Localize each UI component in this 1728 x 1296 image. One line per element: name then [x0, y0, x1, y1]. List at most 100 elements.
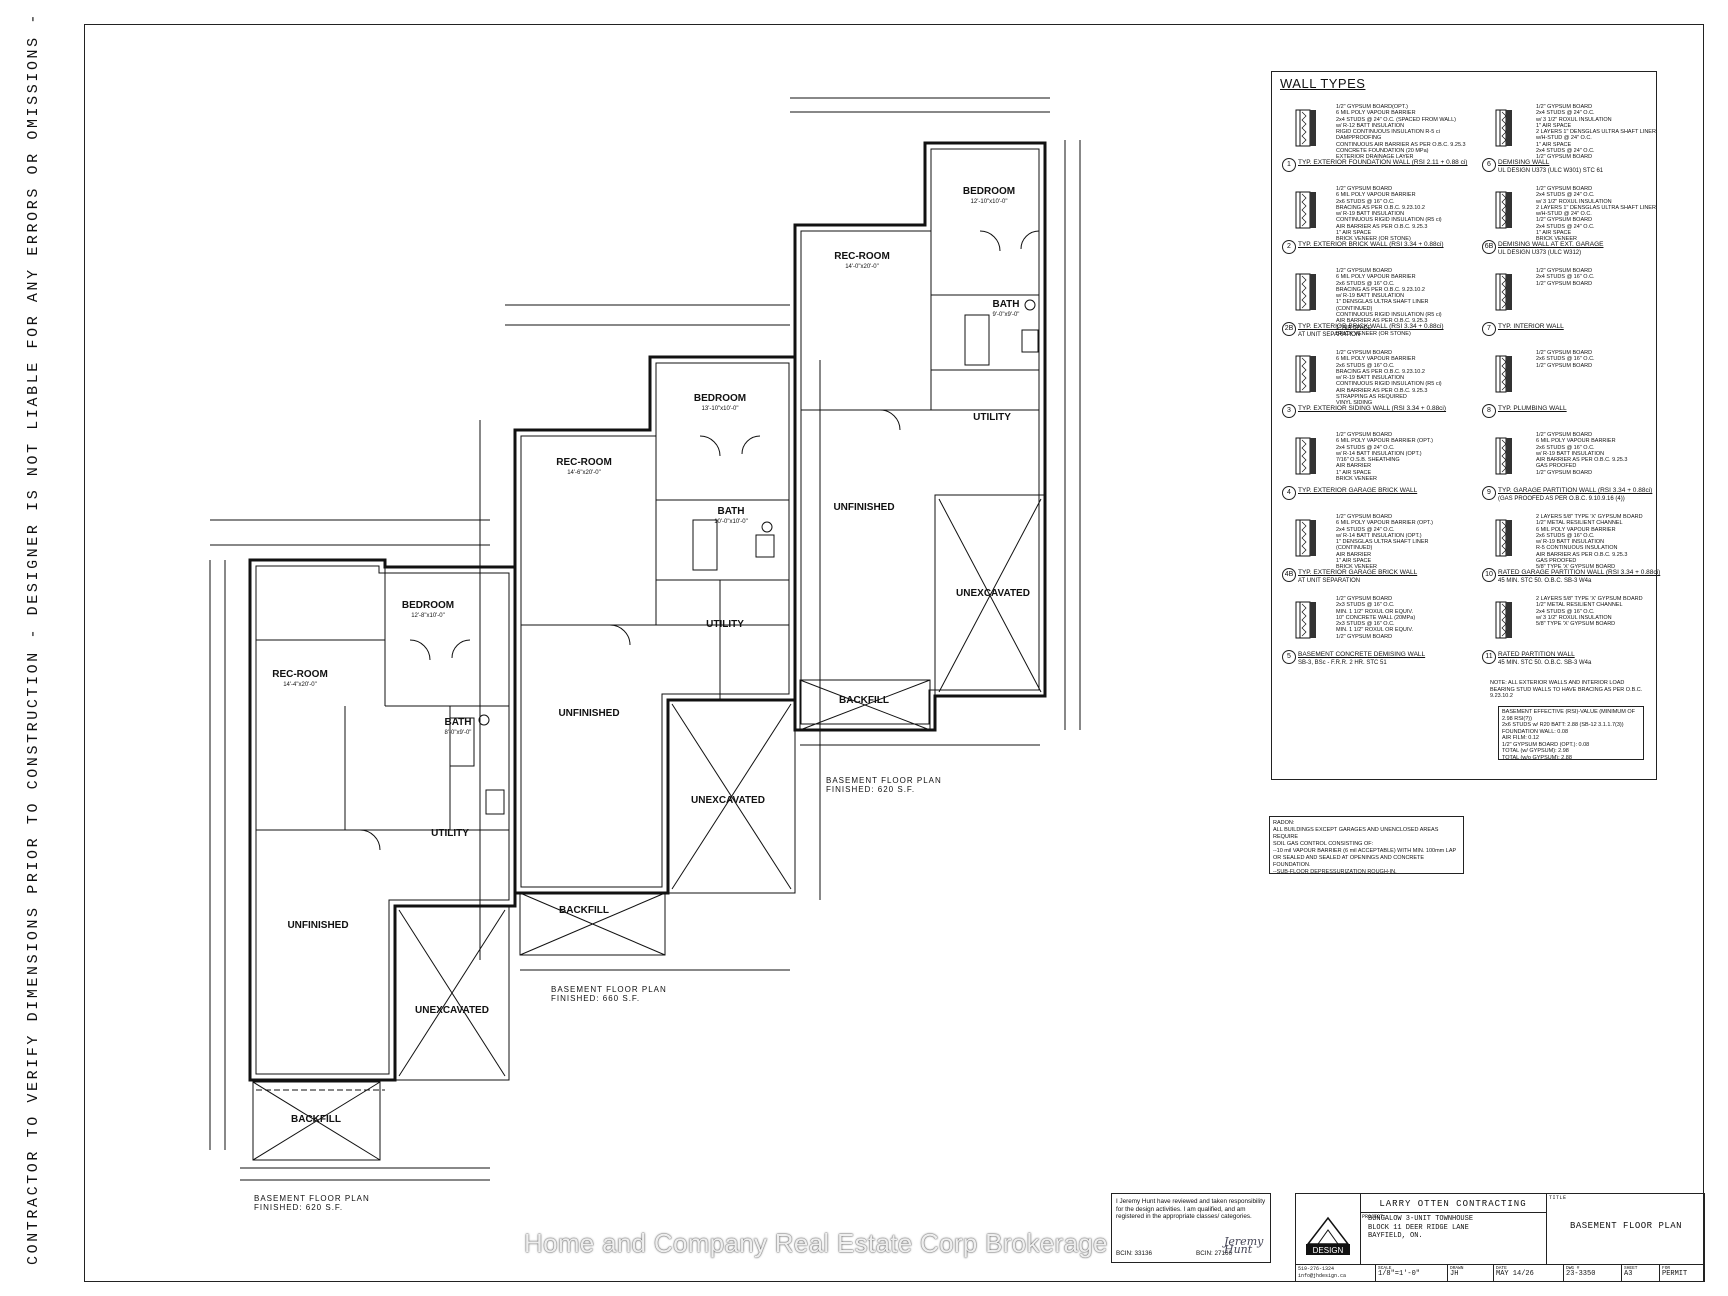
- wall-type-description: 1/2" GYPSUM BOARD 6 MIL POLY VAPOUR BARR…: [1336, 268, 1442, 337]
- unit3-unexcavated-label: UNEXCAVATED: [956, 588, 1030, 599]
- wall-type-description: 2 LAYERS 5/8" TYPE 'X' GYPSUM BOARD 1/2"…: [1536, 596, 1643, 628]
- unit2-unfinished-label: UNFINISHED: [558, 708, 619, 719]
- logo-text: DESIGN: [1313, 1246, 1344, 1255]
- unit2-backfill-label: BACKFILL: [559, 905, 609, 916]
- wall-type-description: 1/2" GYPSUM BOARD 6 MIL POLY VAPOUR BARR…: [1336, 514, 1433, 571]
- wall-type-caption: TYP. EXTERIOR GARAGE BRICK WALL: [1298, 487, 1418, 494]
- house-logo-icon: DESIGN: [1306, 1216, 1350, 1255]
- unit3-unfinished-label: UNFINISHED: [833, 502, 894, 513]
- wall-type-caption: DEMISING WALL: [1498, 159, 1550, 166]
- drawing-title: TITLE BASEMENT FLOOR PLAN: [1546, 1194, 1705, 1264]
- wall-type-number: 4: [1282, 486, 1296, 500]
- wall-type-2: 1/2" GYPSUM BOARD 6 MIL POLY VAPOUR BARR…: [1278, 186, 1468, 268]
- wall-type-1: 1/2" GYPSUM BOARD(OPT.) 6 MIL POLY VAPOU…: [1278, 104, 1468, 186]
- wall-type-10: 2 LAYERS 5/8" TYPE 'X' GYPSUM BOARD 1/2"…: [1478, 514, 1668, 596]
- wall-section-icon: [1295, 355, 1316, 393]
- certification-text: I Jeremy Hunt have reviewed and taken re…: [1116, 1198, 1266, 1220]
- wall-type-number: 9: [1482, 486, 1496, 500]
- radon-note: RADON: ALL BUILDINGS EXCEPT GARAGES AND …: [1269, 816, 1464, 875]
- unit1-bath-label: BATH: [444, 717, 471, 728]
- wall-section-icon: [1295, 601, 1316, 639]
- wall-type-caption: DEMISING WALL AT EXT. GARAGE: [1498, 241, 1604, 248]
- wall-section-icon: [1295, 109, 1316, 147]
- wall-type-caption: TYP. EXTERIOR GARAGE BRICK WALL: [1298, 569, 1418, 576]
- project-info: PROJECT: BUNGALOW 3-UNIT TOWNHOUSE BLOCK…: [1360, 1212, 1546, 1264]
- drawing-sheet-border: [84, 24, 1704, 1282]
- wall-type-caption: TYP. GARAGE PARTITION WALL (RSI 3.34 + 0…: [1498, 487, 1653, 494]
- wall-type-number: 7: [1482, 322, 1496, 336]
- wall-type-description: 1/2" GYPSUM BOARD 6 MIL POLY VAPOUR BARR…: [1536, 432, 1628, 476]
- unit3-bedroom-label: BEDROOM: [963, 186, 1015, 197]
- wall-type-note: (GAS PROOFED AS PER O.B.C. 9.10.9.16 (4)…: [1498, 496, 1625, 502]
- unit2-bedroom-label: BEDROOM: [694, 393, 746, 404]
- unit1-utility-label: UTILITY: [431, 828, 469, 839]
- rsi-value-table: BASEMENT EFFECTIVE (RSI)-VALUE (MINIMUM …: [1498, 706, 1644, 761]
- wall-type-3: 1/2" GYPSUM BOARD 6 MIL POLY VAPOUR BARR…: [1278, 350, 1468, 432]
- wall-type-number: 6: [1482, 158, 1496, 172]
- unit1-bath-dim: 8'-0"x9'-0": [445, 730, 472, 736]
- unit1-rec-label: REC-ROOM: [272, 669, 328, 680]
- wall-section-icon: [1295, 437, 1316, 475]
- wall-type-note: UL DESIGN U373 (ULC W301) STC 61: [1498, 168, 1604, 174]
- wall-type-caption: TYP. EXTERIOR SIDING WALL (RSI 3.34 + 0.…: [1298, 405, 1447, 412]
- unit2-bedroom-dim: 13'-10"x10'-0": [702, 406, 739, 412]
- wall-type-4B: 1/2" GYPSUM BOARD 6 MIL POLY VAPOUR BARR…: [1278, 514, 1468, 596]
- unit3-utility-label: UTILITY: [973, 412, 1011, 423]
- wall-section-icon: [1295, 519, 1316, 557]
- unit3-rec-dim: 14'-0"x20'-0": [845, 264, 879, 270]
- wall-type-6B: 1/2" GYPSUM BOARD 2x4 STUDS @ 24" O.C. w…: [1478, 186, 1668, 268]
- wall-type-11: 2 LAYERS 5/8" TYPE 'X' GYPSUM BOARD 1/2"…: [1478, 596, 1668, 678]
- unit1-plan: [209, 519, 517, 1181]
- unit2-plan-title: BASEMENT FLOOR PLAN: [551, 985, 667, 994]
- wall-type-note: 45 MIN. STC 50. O.B.C. SB-3 W4a: [1498, 578, 1592, 584]
- unit1-bedroom-dim: 12'-8"x10'-0": [411, 613, 445, 619]
- wall-type-number: 10: [1482, 568, 1496, 582]
- unit1-plan-title: BASEMENT FLOOR PLAN: [254, 1194, 370, 1203]
- wall-type-note: SB-3, BSc - F.R.R. 2 HR. STC 51: [1298, 660, 1387, 666]
- wall-section-icon: [1295, 273, 1316, 311]
- wall-type-caption: TYP. EXTERIOR BRICK WALL (RSI 3.34 + 0.8…: [1298, 323, 1444, 330]
- wall-type-5: 1/2" GYPSUM BOARD 2x3 STUDS @ 16" O.C. M…: [1278, 596, 1468, 678]
- unit2-rec-label: REC-ROOM: [556, 457, 612, 468]
- wall-type-caption: BASEMENT CONCRETE DEMISING WALL: [1298, 651, 1426, 658]
- wall-type-caption: TYP. EXTERIOR BRICK WALL (RSI 3.34 + 0.8…: [1298, 241, 1444, 248]
- wall-type-caption: TYP. EXTERIOR FOUNDATION WALL (RSI 2.11 …: [1298, 159, 1468, 166]
- wall-type-number: 3: [1282, 404, 1296, 418]
- wall-type-number: 1: [1282, 158, 1296, 172]
- wall-section-icon: [1495, 355, 1512, 393]
- unit3-bath-dim: 9'-0"x9'-0": [993, 312, 1020, 318]
- wall-type-description: 1/2" GYPSUM BOARD 2x4 STUDS @ 16" O.C. 1…: [1536, 268, 1595, 287]
- wall-type-number: 8: [1482, 404, 1496, 418]
- unit1-finished-area: FINISHED: 620 S.F.: [254, 1203, 343, 1212]
- wall-section-icon: [1495, 519, 1512, 557]
- dwg-cell: DWG #23-3350: [1564, 1265, 1622, 1282]
- unit2-plan: [479, 304, 821, 971]
- wall-section-icon: [1495, 109, 1512, 147]
- brokerage-watermark: Home and Company Real Estate Corp Broker…: [524, 1228, 1108, 1258]
- wall-type-number: 5: [1282, 650, 1296, 664]
- unit3-finished-area: FINISHED: 620 S.F.: [826, 785, 915, 794]
- wall-section-icon: [1495, 601, 1512, 639]
- contact-cell: 519-276-1324 info@jhdesign.ca: [1296, 1265, 1376, 1282]
- legend-heading: WALL TYPES: [1280, 76, 1366, 91]
- title-block: DESIGN LARRY OTTEN CONTRACTING PROJECT: …: [1295, 1193, 1705, 1282]
- unit3-rec-label: REC-ROOM: [834, 251, 890, 262]
- wall-type-9: 1/2" GYPSUM BOARD 6 MIL POLY VAPOUR BARR…: [1478, 432, 1668, 514]
- wall-type-caption: RATED GARAGE PARTITION WALL (RSI 3.34 + …: [1498, 569, 1661, 576]
- unit3-bedroom-dim: 12'-10"x10'-0": [971, 199, 1008, 205]
- wall-type-description: 1/2" GYPSUM BOARD 6 MIL POLY VAPOUR BARR…: [1336, 350, 1442, 407]
- wall-type-description: 1/2" GYPSUM BOARD 6 MIL POLY VAPOUR BARR…: [1336, 432, 1433, 483]
- wall-type-description: 2 LAYERS 5/8" TYPE 'X' GYPSUM BOARD 1/2"…: [1536, 514, 1643, 571]
- wall-section-icon: [1295, 191, 1316, 229]
- unit1-unfinished-label: UNFINISHED: [287, 920, 348, 931]
- wall-type-description: 1/2" GYPSUM BOARD 2x4 STUDS @ 24" O.C. w…: [1536, 104, 1656, 161]
- wall-type-number: 6B: [1482, 240, 1496, 254]
- unit3-backfill-label: BACKFILL: [839, 695, 889, 706]
- unit2-unexcavated-label: UNEXCAVATED: [691, 795, 765, 806]
- unit3-labels: BEDROOM 12'-10"x10'-0" REC-ROOM 14'-0"x2…: [826, 186, 1030, 794]
